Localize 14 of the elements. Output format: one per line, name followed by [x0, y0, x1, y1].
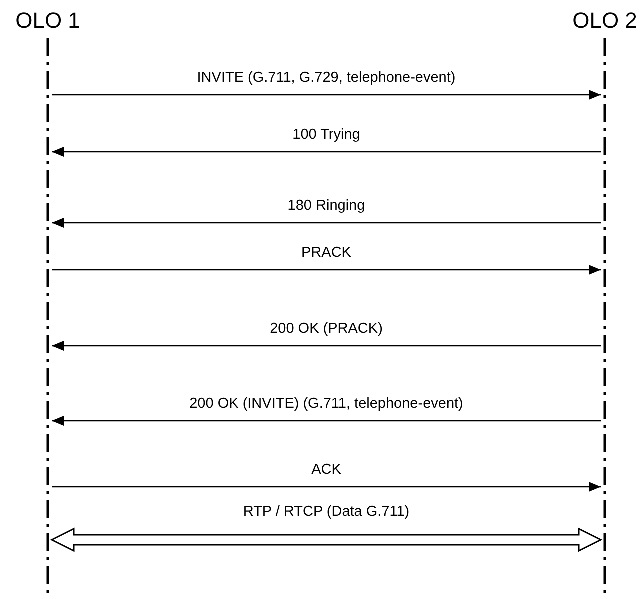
- message-label: 180 Ringing: [286, 198, 368, 215]
- message-label: 100 Trying: [290, 127, 362, 144]
- message-arrow: [52, 482, 601, 492]
- message-arrow: [52, 416, 601, 426]
- message-arrow: [52, 218, 601, 228]
- message-label: 200 OK (PRACK): [268, 321, 385, 338]
- participant-label: OLO 1: [16, 8, 80, 34]
- double-arrow: [50, 528, 603, 552]
- participant-label: OLO 2: [572, 8, 638, 34]
- message-arrow: [52, 341, 601, 351]
- message-label: 200 OK (INVITE) (G.711, telephone-event): [188, 396, 466, 413]
- message-arrow: [52, 147, 601, 157]
- message-arrow: [52, 90, 601, 100]
- message-arrow: [52, 265, 601, 275]
